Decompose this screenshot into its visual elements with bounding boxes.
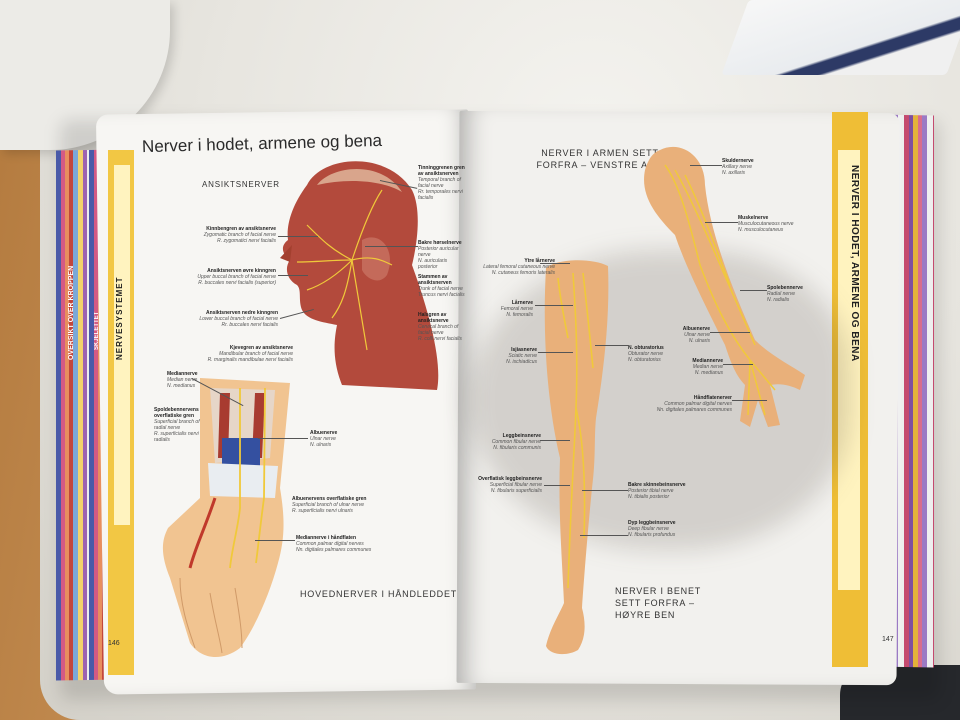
leader-line <box>544 485 570 486</box>
right-band-text: NERVER I HODET, ARMENE OG BENA <box>849 165 860 362</box>
leader-line <box>258 438 308 439</box>
leader-line <box>595 345 628 346</box>
leader-line <box>535 305 573 306</box>
page-number-left: 146 <box>108 640 120 647</box>
leader-line <box>732 400 767 401</box>
leader-line <box>255 540 295 541</box>
leader-line <box>540 440 570 441</box>
section-wrist-nerves: HOVEDNERVER I HÅNDLEDDET <box>300 589 458 599</box>
tab-label-overview: OVERSIKT OVER KROPPEN <box>68 265 75 360</box>
leader-line <box>690 165 722 166</box>
arm-illustration <box>644 146 805 427</box>
leader-line <box>278 236 318 237</box>
hand-shadow <box>470 250 850 550</box>
wrist-hand-illustration <box>162 378 290 658</box>
section-arm-nerves: NERVER I ARMEN SETT FORFRA – VENSTRE ARM <box>536 148 664 170</box>
leader-line <box>582 490 628 491</box>
leader-line <box>580 535 628 536</box>
leader-line <box>278 275 308 276</box>
left-band-inner <box>114 165 130 525</box>
leader-line <box>540 263 570 264</box>
leader-line <box>365 246 418 247</box>
head-illustration <box>280 161 439 390</box>
leg-illustration <box>544 260 609 655</box>
leader-line <box>740 290 767 291</box>
right-band-inner <box>838 150 860 590</box>
left-band-text: NERVESYSTEMET <box>115 276 124 360</box>
leader-line <box>723 364 753 365</box>
page-number-right: 147 <box>882 636 894 643</box>
section-face-nerves: ANSIKTSNERVER <box>202 180 280 189</box>
closed-book-corner <box>721 0 960 75</box>
leader-line <box>710 332 750 333</box>
leader-line <box>538 352 573 353</box>
leader-line <box>705 222 738 223</box>
section-leg-nerves: NERVER I BENET SETT FORFRA – HØYRE BEN <box>615 586 701 620</box>
